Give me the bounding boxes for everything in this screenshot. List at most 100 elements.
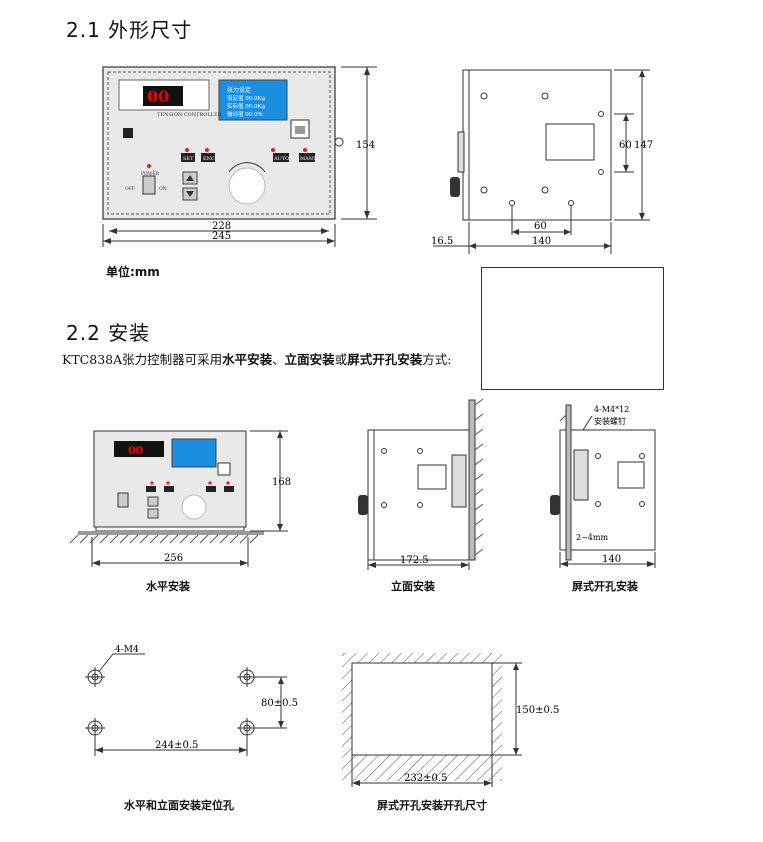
lcd-line-3: 实际值 00.0Kg [227,102,266,110]
unit-label: 单位:mm [106,265,160,279]
indicator-led-3 [271,148,275,152]
h-led-2 [166,481,170,485]
power-led [147,164,151,168]
intro-option-vertical: 立面安装 [284,352,335,367]
h-key-4 [224,486,234,492]
intro-option-panel: 屏式开孔安装 [347,352,423,367]
intro-prefix: KTC838A张力控制器可采用 [62,352,223,367]
manu-key [299,153,315,162]
h-led-display [114,441,164,457]
side-hole-8 [568,200,574,206]
h-led-3 [208,481,212,485]
dim-245-text: 245 [212,231,231,242]
h-led-value: 00 [128,444,144,457]
horizontal-install-drawing: 00 256 168 [69,430,291,567]
connector-icon-inner [295,126,305,134]
side-hole-3 [541,92,549,100]
panel-title: TENSION CONTROLLER [157,112,222,118]
holes-label-text: 4-M4 [115,645,139,655]
switch-off-label: OFF [125,186,135,192]
dim-60-v-arrows [623,114,629,172]
h-led-4 [226,481,230,485]
h-key-1 [146,486,156,492]
dim-228-text: 228 [212,221,231,232]
p-hole-2 [639,453,645,459]
holes-dim-244-text: 244±0.5 [155,740,198,751]
v-hole-2 [417,448,423,454]
cutout-opening [351,662,493,756]
h-connector-icon [217,462,231,476]
panel-cutout-drawing: 150±0.5 232±0.5 [342,653,559,787]
v-hole-3 [381,502,387,508]
auto-key-label: AUTO [273,156,289,162]
side-flange [457,131,465,173]
dim-154-text: 154 [356,140,375,151]
indicator-led-4 [303,148,307,152]
screw-label-text: 4-M4*12 [594,405,629,414]
v-bracket [451,454,467,508]
h-dim-168-text: 168 [272,477,291,488]
caption-horizontal: 水平安装 [146,580,190,593]
side-hole-2 [480,186,488,194]
holes-dim-80-text: 80±0.5 [261,698,298,709]
p-bracket [573,449,589,501]
side-hole-7 [509,200,515,206]
indicator-led-1 [185,148,189,152]
p-hole-4 [639,501,645,507]
intro-sep-1: 、 [272,352,285,367]
v-hole-4 [417,502,423,508]
dim-16-5-text: 16.5 [431,236,453,247]
v-front-plate [367,429,375,561]
dim-147-text: 147 [634,140,653,151]
intro-suffix: 方式: [422,352,452,367]
intro-option-horizontal: 水平安装 [222,352,273,367]
lcd-line-1: 张力设定 [227,86,251,94]
h-up-button [147,496,159,507]
p-hole-1 [595,453,601,459]
lcd-line-4: 输出值 00.0% [227,110,263,118]
cutout-dim-150-text: 150±0.5 [516,705,559,716]
led-display-value: 00 [147,87,169,106]
p-window [617,461,645,489]
up-arrow-icon [186,175,194,181]
enc-key-label: ENC [203,156,215,162]
manu-key-label: MANU [300,156,317,162]
auto-key [273,153,289,162]
side-knob [450,177,460,197]
adjust-knob [228,167,266,205]
p-hole-3 [595,501,601,507]
set-key [181,153,195,162]
section-title-installation: 2.2 安装 [66,321,151,345]
enc-key [201,153,215,162]
v-window [417,464,447,490]
section-title-dimensions: 2.1 外形尺寸 [66,18,193,42]
switch-on-label: ON [159,186,167,192]
side-hole-5 [598,111,604,117]
dim-140-text: 140 [532,236,551,247]
side-hole-1 [480,92,488,100]
power-switch [142,175,156,195]
led-display [143,86,183,106]
v-wall-hatch [474,398,484,556]
intro-sep-2: 或 [334,352,348,367]
side-hole-4 [541,186,549,194]
indicator-led-2 [205,148,209,152]
cutout-dim-232-text: 232±0.5 [404,773,447,784]
front-view-drawing: 00 张力设定 设定值 00.0Kg 实际值 00.0Kg 输出值 00.0% … [102,66,377,247]
caption-panel: 屏式开孔安装 [572,580,638,593]
vertical-install-drawing: 172.5 [358,398,484,570]
v-dim-text: 172.5 [400,555,429,566]
h-ground [78,531,264,535]
h-down-button [147,508,159,519]
caption-holes: 水平和立面安装定位孔 [124,799,234,812]
holes-leader [96,653,114,675]
h-knob [181,494,207,520]
v-wall [468,399,476,561]
dim-60-h-text: 60 [534,221,547,232]
side-hole-6 [598,169,604,175]
mounting-holes-drawing: 4-M4 80±0.5 244±0.5 [85,645,298,756]
panel-wall [565,404,572,561]
panel-install-drawing: 4-M4*12 安装螺钉 2~4mm 140 [550,404,656,568]
h-switch [117,492,129,508]
screw-label-text-2: 安装螺钉 [594,416,626,426]
